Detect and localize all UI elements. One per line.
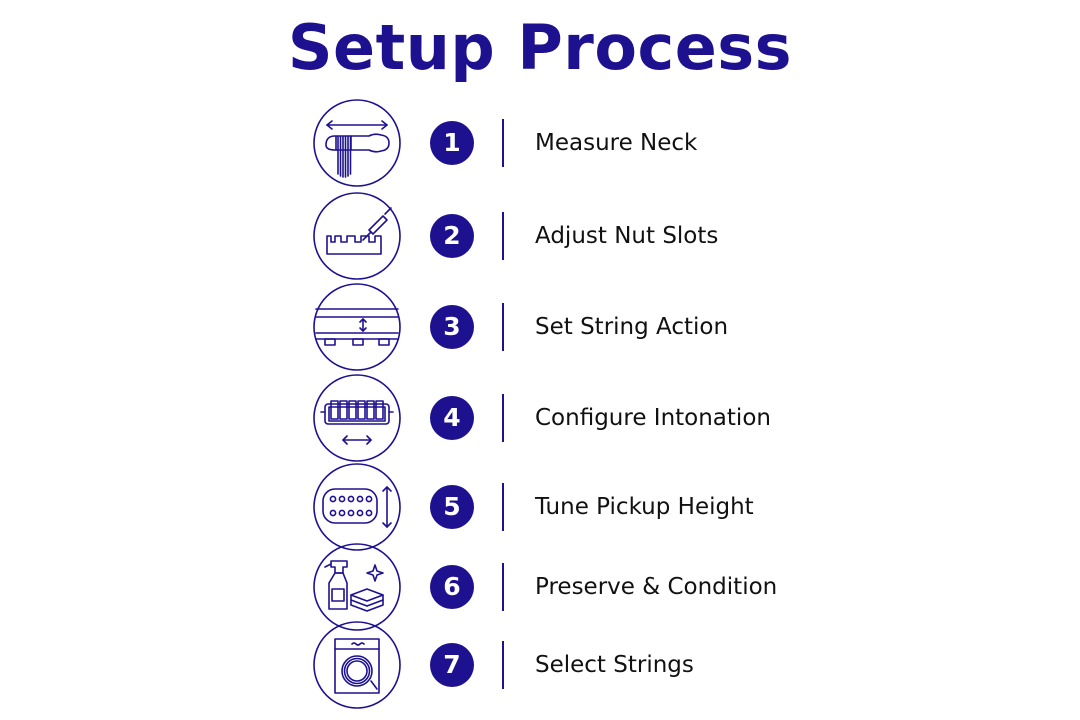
nut-file-icon	[313, 192, 401, 280]
pickup-height-icon	[313, 463, 401, 551]
string-action-icon	[313, 283, 401, 371]
step-number-badge: 2	[430, 214, 474, 258]
divider	[502, 394, 504, 442]
step-number-badge: 1	[430, 121, 474, 165]
step-number-badge: 4	[430, 396, 474, 440]
step-number-badge: 7	[430, 643, 474, 687]
step-label: Set String Action	[535, 314, 729, 340]
divider	[502, 119, 504, 167]
page-title: Setup Process	[287, 11, 793, 84]
step-label: Measure Neck	[535, 130, 698, 156]
divider	[502, 563, 504, 611]
step-label: Adjust Nut Slots	[535, 223, 719, 249]
divider	[502, 483, 504, 531]
step-label: Preserve & Condition	[535, 574, 778, 600]
string-pack-icon	[313, 621, 401, 709]
step-number-badge: 6	[430, 565, 474, 609]
step-number-badge: 5	[430, 485, 474, 529]
step-number-badge: 3	[430, 305, 474, 349]
bridge-saddle-icon	[313, 374, 401, 462]
divider	[502, 303, 504, 351]
step-label: Tune Pickup Height	[535, 494, 754, 520]
divider	[502, 641, 504, 689]
cleaning-spray-icon	[313, 543, 401, 631]
neck-measure-icon	[313, 99, 401, 187]
step-label: Configure Intonation	[535, 405, 771, 431]
step-label: Select Strings	[535, 652, 694, 678]
divider	[502, 212, 504, 260]
